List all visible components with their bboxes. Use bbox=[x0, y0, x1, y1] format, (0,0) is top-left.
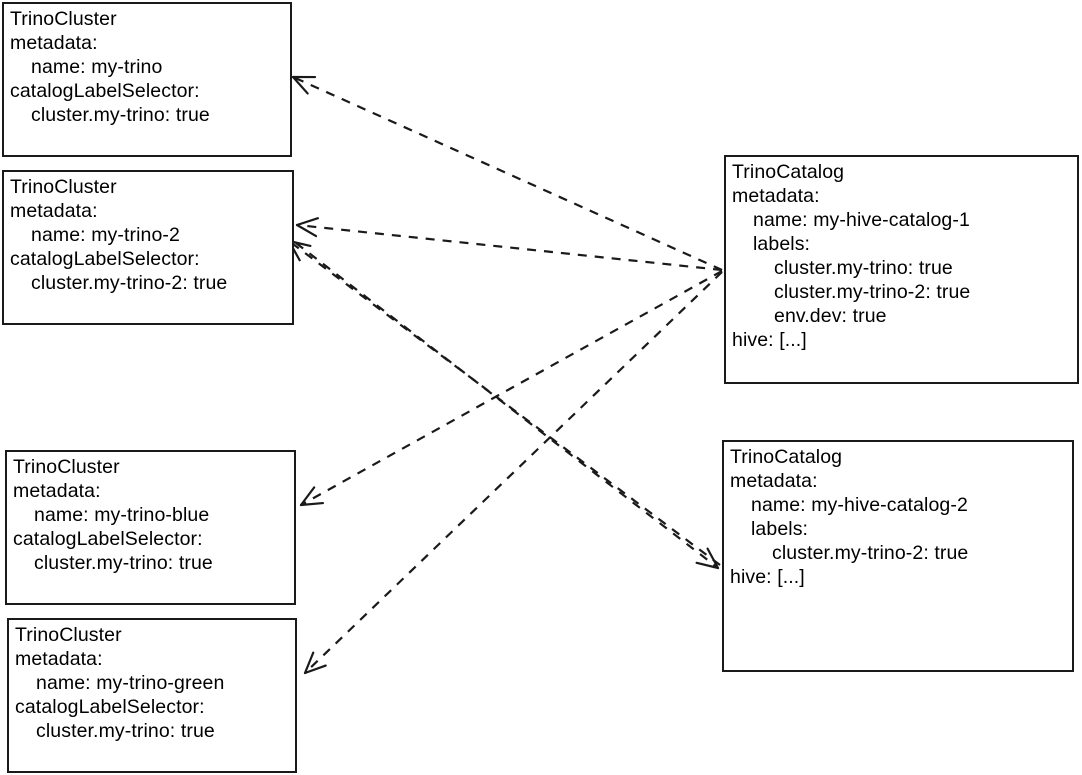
node-line: cluster.my-trino: true bbox=[31, 104, 210, 126]
node-line: metadata: bbox=[13, 480, 101, 502]
node-line: catalogLabelSelector: bbox=[13, 528, 203, 550]
node-line: metadata: bbox=[10, 200, 98, 222]
edge-catalog1-to-my-trino-2-a-arrowhead bbox=[295, 217, 320, 238]
edge-my-trino-2-to-catalog2 bbox=[295, 242, 719, 569]
edge-catalog1-to-my-trino-green bbox=[304, 271, 723, 674]
node-line: labels: bbox=[751, 518, 809, 540]
node-line: name: my-trino bbox=[31, 56, 163, 78]
node-line: metadata: bbox=[730, 470, 818, 492]
node-line: cluster.my-trino-2: true bbox=[772, 542, 969, 564]
node-kind-label: TrinoCluster bbox=[13, 456, 120, 478]
node-line: env.dev: true bbox=[774, 305, 887, 327]
node-line: cluster.my-trino-2: true bbox=[774, 281, 971, 303]
node-line: cluster.my-trino: true bbox=[34, 552, 213, 574]
edge-catalog1-to-my-trino-arrowhead bbox=[291, 75, 317, 95]
node-kind-label: TrinoCluster bbox=[15, 624, 122, 646]
node-line: cluster.my-trino: true bbox=[36, 720, 215, 742]
node-line: metadata: bbox=[15, 648, 103, 670]
node-kind-label: TrinoCluster bbox=[10, 8, 117, 30]
node-line: name: my-trino-green bbox=[36, 672, 225, 694]
node-kind-label: TrinoCluster bbox=[10, 176, 117, 198]
node-line: name: my-trino-blue bbox=[34, 504, 210, 526]
node-line: hive: [...] bbox=[732, 329, 807, 351]
edge-catalog1-to-my-trino bbox=[292, 75, 723, 272]
node-line: catalogLabelSelector: bbox=[10, 80, 200, 102]
node-line: name: my-trino-2 bbox=[31, 224, 180, 246]
node-line: name: my-hive-catalog-2 bbox=[751, 494, 968, 516]
node-line: metadata: bbox=[10, 32, 98, 54]
node-line: catalogLabelSelector: bbox=[15, 696, 205, 718]
edge-catalog1-to-my-trino-blue-arrowhead bbox=[299, 486, 325, 507]
node-line: hive: [...] bbox=[730, 566, 805, 588]
node-kind-label: TrinoCatalog bbox=[732, 161, 845, 183]
node-line: name: my-hive-catalog-1 bbox=[753, 209, 970, 231]
node-line: metadata: bbox=[732, 185, 820, 207]
node-line: catalogLabelSelector: bbox=[10, 248, 200, 270]
node-line: cluster.my-trino-2: true bbox=[31, 272, 228, 294]
node-line: labels: bbox=[753, 233, 811, 255]
node-line: cluster.my-trino: true bbox=[774, 257, 953, 279]
edge-catalog1-to-my-trino-blue bbox=[300, 270, 723, 506]
edge-catalog2-to-my-trino-2 bbox=[288, 240, 721, 566]
edge-catalog1-to-my-trino-green-arrowhead bbox=[303, 651, 327, 675]
edge-catalog1-to-my-trino-2-a bbox=[296, 223, 723, 272]
node-kind-label: TrinoCatalog bbox=[730, 446, 843, 468]
edge-my-trino-2-to-catalog2-arrowhead bbox=[695, 547, 720, 570]
